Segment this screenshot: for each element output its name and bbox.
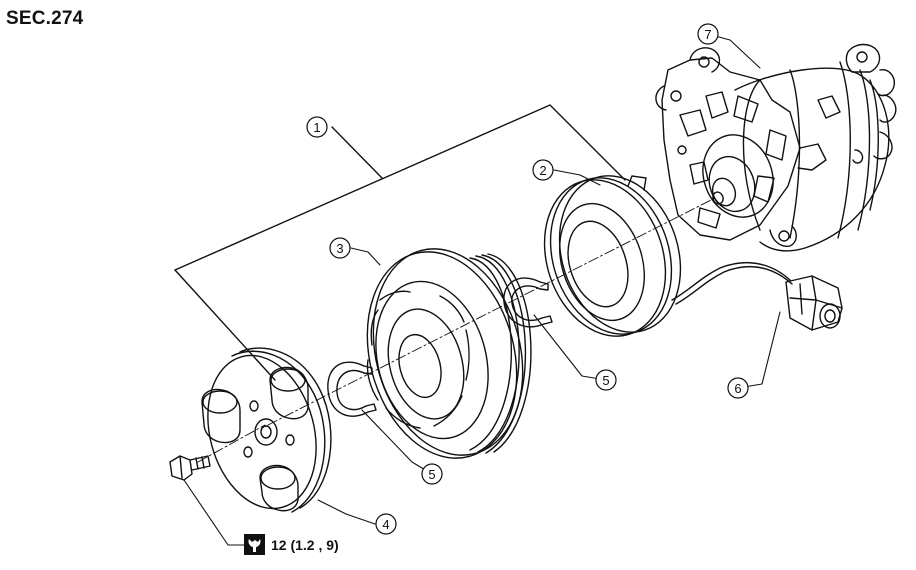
- callout-7: 7: [697, 23, 719, 45]
- field-coil: [543, 175, 682, 337]
- callout-4: 4: [375, 513, 397, 535]
- callout-5-field-coil: 5: [595, 369, 617, 391]
- callout-6: 6: [727, 377, 749, 399]
- svg-text:7: 7: [704, 27, 711, 42]
- center-axis: [197, 197, 716, 463]
- svg-text:5: 5: [428, 467, 435, 482]
- torque-wrench-icon: [244, 534, 265, 555]
- svg-text:4: 4: [382, 517, 389, 532]
- torque-value: 12 (1.2 , 9): [271, 537, 339, 553]
- callout-1: 1: [306, 116, 328, 138]
- compressor-body: [655, 43, 897, 252]
- connector-harness: [671, 261, 843, 331]
- pulley: [366, 248, 532, 459]
- svg-text:1: 1: [313, 120, 320, 135]
- svg-text:3: 3: [336, 241, 343, 256]
- snap-ring-pulley: [327, 361, 377, 417]
- callout-5-pulley: 5: [421, 463, 443, 485]
- bolt: [169, 455, 211, 481]
- pressure-plate: [201, 347, 332, 513]
- leader-lines: [183, 33, 781, 546]
- svg-text:6: 6: [734, 381, 741, 396]
- callout-2: 2: [532, 159, 554, 181]
- callouts: 1 2 3 4 5 5 6: [306, 23, 749, 535]
- torque-spec: 12 (1.2 , 9): [244, 534, 339, 555]
- snap-ring-field-coil: [503, 277, 553, 328]
- assembly-bracket: [174, 104, 626, 381]
- callout-3: 3: [329, 237, 351, 259]
- svg-text:2: 2: [539, 163, 546, 178]
- section-code: SEC.274: [6, 8, 84, 29]
- svg-text:5: 5: [602, 373, 609, 388]
